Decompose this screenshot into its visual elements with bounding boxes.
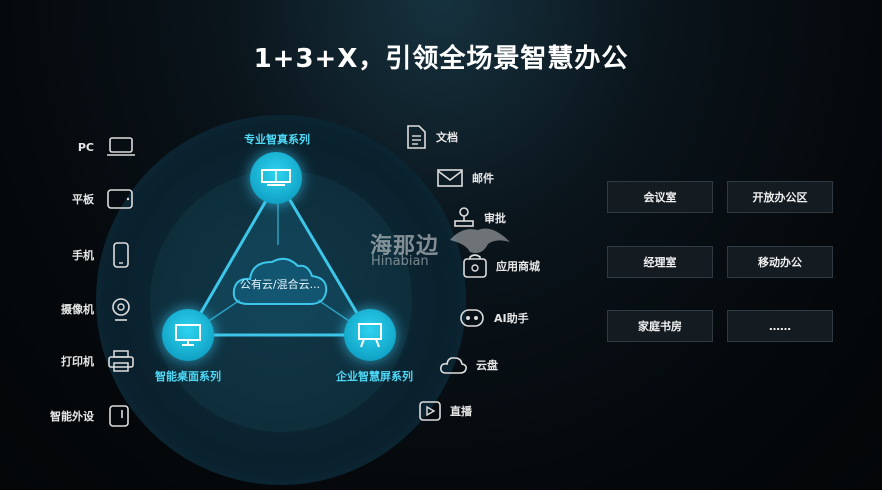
app-approval[interactable]: 审批	[452, 206, 506, 230]
node-label-top: 专业智真系列	[244, 133, 310, 146]
app-label: 应用商城	[496, 260, 540, 273]
device-pc[interactable]: PC	[34, 136, 136, 158]
robot-icon	[460, 309, 484, 327]
app-label: 文档	[436, 131, 458, 144]
monitor-icon	[175, 324, 201, 346]
bird-logo-icon	[450, 228, 510, 253]
app-document[interactable]: 文档	[404, 124, 458, 150]
live-play-icon	[419, 401, 441, 421]
cloud-drive-icon	[440, 357, 467, 374]
app-label: 邮件	[472, 172, 494, 185]
professional-video-node[interactable]	[250, 152, 302, 204]
whiteboard-icon	[358, 323, 382, 348]
app-label: AI助手	[494, 312, 529, 325]
scene-meeting-room[interactable]: 会议室	[607, 181, 713, 213]
app-label: 直播	[450, 405, 472, 418]
device-label: 打印机	[61, 355, 94, 368]
smart-screen-node[interactable]	[344, 309, 396, 361]
camera-icon	[112, 298, 130, 321]
smart-desktop-node[interactable]	[162, 309, 214, 361]
page-title: 1+3+X，引领全场景智慧办公	[253, 44, 629, 74]
printer-icon	[108, 350, 134, 372]
cloud-icon	[232, 257, 328, 305]
app-cloud-drive[interactable]: 云盘	[438, 354, 498, 376]
device-label: 智能外设	[50, 410, 94, 423]
watermark-logo: 海那边	[370, 228, 439, 260]
device-label: 手机	[72, 249, 94, 262]
app-label: 云盘	[476, 359, 498, 372]
device-printer[interactable]: 打印机	[34, 349, 136, 373]
device-label: 摄像机	[61, 303, 94, 316]
app-live[interactable]: 直播	[418, 400, 472, 422]
peripheral-icon	[109, 405, 129, 427]
app-store[interactable]: 应用商城	[462, 253, 540, 279]
scene-manager-office[interactable]: 经理室	[607, 246, 713, 278]
device-tablet[interactable]: 平板	[34, 188, 136, 210]
tablet-icon	[107, 189, 133, 209]
watermark-sub: Hinabian	[371, 254, 429, 269]
scene-open-office[interactable]: 开放办公区	[727, 181, 833, 213]
scene-home-study[interactable]: 家庭书房	[607, 310, 713, 342]
phone-icon	[113, 242, 129, 268]
app-store-icon	[463, 254, 487, 278]
cloud-label: 公有云/混合云...	[239, 278, 321, 291]
document-icon	[407, 125, 426, 149]
mail-icon	[437, 169, 463, 187]
scene-mobile-office[interactable]: 移动办公	[727, 246, 833, 278]
app-ai-assistant[interactable]: AI助手	[458, 306, 529, 330]
app-mail[interactable]: 邮件	[436, 168, 494, 188]
app-label: 审批	[484, 212, 506, 225]
watermark-text: 海那边	[370, 234, 440, 259]
video-screen-icon	[261, 169, 291, 186]
inner-circle	[150, 170, 412, 432]
stamp-icon	[454, 207, 474, 227]
device-peripheral[interactable]: 智能外设	[34, 404, 136, 428]
device-phone[interactable]: 手机	[34, 242, 136, 268]
device-label: PC	[77, 140, 94, 154]
device-camera[interactable]: 摄像机	[34, 296, 136, 322]
scene-more[interactable]: ……	[727, 310, 833, 342]
laptop-icon	[107, 137, 135, 156]
node-label-left: 智能桌面系列	[155, 370, 221, 383]
node-label-right: 企业智慧屏系列	[336, 370, 413, 383]
device-label: 平板	[72, 193, 94, 206]
